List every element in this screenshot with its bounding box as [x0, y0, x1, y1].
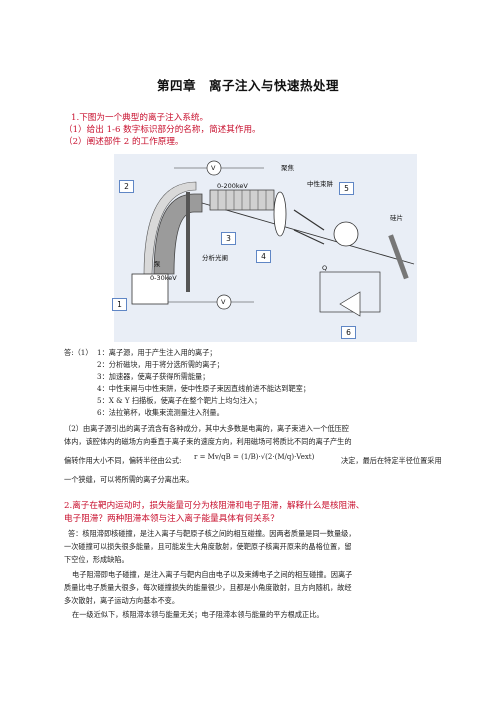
- beam-line: [201, 202, 415, 265]
- faraday-circuit: [319, 271, 381, 313]
- tag-5: 5: [339, 182, 354, 195]
- tag-4: 4: [256, 250, 271, 263]
- answer1-item: 6：法拉第杯，收集束流测量注入剂量。: [97, 408, 224, 417]
- scan-plates: [333, 221, 359, 247]
- label-slit: 分析光阑: [202, 254, 228, 262]
- label-v-top: V: [211, 164, 216, 172]
- magnet-outer: [143, 181, 197, 275]
- answer1-item: 3：加速器，使离子获得所需能量；: [97, 372, 210, 381]
- q2-answer-line: 下空位，形成缺陷。: [64, 555, 129, 564]
- answer1-item: 5：X & Y 扫描板，使离子在整个靶片上均匀注入；: [97, 396, 262, 405]
- formula: r = Mv/qB = (1/B)·√(2·(M/q)·Vext): [194, 453, 315, 461]
- q2-heading: 2.离子在靶内运动时，损失能量可分为核阻滞和电子阻滞，解释什么是核阻滞、: [64, 501, 365, 511]
- q2-answer-line: 电子阻滞即电子碰撞，是注入离子与靶内自由电子以及束缚电子之间的相互碰撞。因离子: [72, 570, 353, 579]
- label-focus: 聚焦: [281, 164, 294, 172]
- answer1-item: 4：中性束闸与中性束阱，使中性原子束因直线前进不能达到靶室；: [97, 384, 311, 393]
- deflector-plate-a: [293, 209, 325, 231]
- diagram-svg: [131, 160, 415, 317]
- tag-3: 3: [221, 232, 236, 245]
- label-voltage-bottom: 0-30keV: [150, 274, 177, 282]
- q2-answer-line: 质量比电子质量大很多，每次碰撞损失的能量很少，且都是小角度散射，且方向随机，故经: [64, 583, 352, 592]
- label-wafer: 硅片: [390, 214, 403, 222]
- q1-sub2: （2）阐述部件 2 的工作原理。: [64, 137, 184, 147]
- page-title: 第四章 离子注入与快速热处理: [156, 78, 339, 93]
- deflector-plate-b: [293, 229, 325, 245]
- wafer: [388, 234, 409, 280]
- answer1-item: 2：分析磁块，用于将分选所需的离子；: [97, 360, 224, 369]
- ion-implanter-diagram: 0-200keV 聚焦 中性束阱 泵 0-30keV 分析光阑 硅片 Q V V…: [112, 154, 417, 342]
- tag-6: 6: [341, 326, 356, 339]
- q2-answer-line: 答：核阻滞即核碰撞，是注入离子与靶原子核之间的相互碰撞。因两者质量是同一数量级，: [68, 529, 356, 538]
- answer1-part2-line: 一个狭缝，可以将所需的离子分离出来。: [64, 475, 194, 484]
- q2-answer-line: 一次碰撞可以损失很多能量，且可能发生大角度散射，使靶原子核离开原来的晶格位置，留: [64, 542, 352, 551]
- label-neutral-beam: 中性束阱: [307, 180, 333, 188]
- q2-heading: 电子阻滞？两种阻滞本领与注入离子能量具体有何关系？: [64, 514, 279, 524]
- answer1-part2-line: 偏转作用大小不同，偏转半径由公式:: [64, 456, 182, 465]
- amplifier: [339, 291, 361, 317]
- answer1-part2-line: 体内，该腔体内的磁场方向垂直于离子束的速度方向，利用磁场可将质比不同的离子产生的: [64, 437, 352, 446]
- label-v-bottom: V: [221, 298, 226, 306]
- q1-heading: 1.下图为一个典型的离子注入系统。: [71, 113, 209, 123]
- label-voltage-top: 0-200keV: [217, 182, 248, 190]
- q2-answer-line: 多次散射，离子运动方向基本不变。: [64, 596, 180, 605]
- focus-lens: [273, 191, 287, 237]
- ion-source-box: [131, 273, 169, 305]
- analyzer-slit: [186, 192, 190, 292]
- answer1-part2-line: 决定，最后在特定半径位置采用: [341, 456, 442, 465]
- tag-2: 2: [119, 180, 134, 193]
- label-q: Q: [322, 264, 328, 272]
- q1-sub1: （1）给出 1-6 数字标识部分的名称，简述其作用。: [64, 125, 261, 135]
- answer1-prefix: 答:（1）: [64, 348, 93, 357]
- q2-answer-line: 在一级近似下，核阻滞本领与能量无关；电子阻滞本领与能量的平方根成正比。: [72, 610, 324, 619]
- label-source: 泵: [154, 260, 161, 268]
- answer1-item: 1：离子源，用于产生注入用的离子；: [97, 348, 217, 357]
- analyzer-magnet: [153, 193, 203, 275]
- tag-1: 1: [112, 298, 127, 311]
- answer1-part2-line: （2）由离子源引出的离子流含有各种成分，其中大多数是电离的，离子束进入一个低压腔: [64, 424, 349, 433]
